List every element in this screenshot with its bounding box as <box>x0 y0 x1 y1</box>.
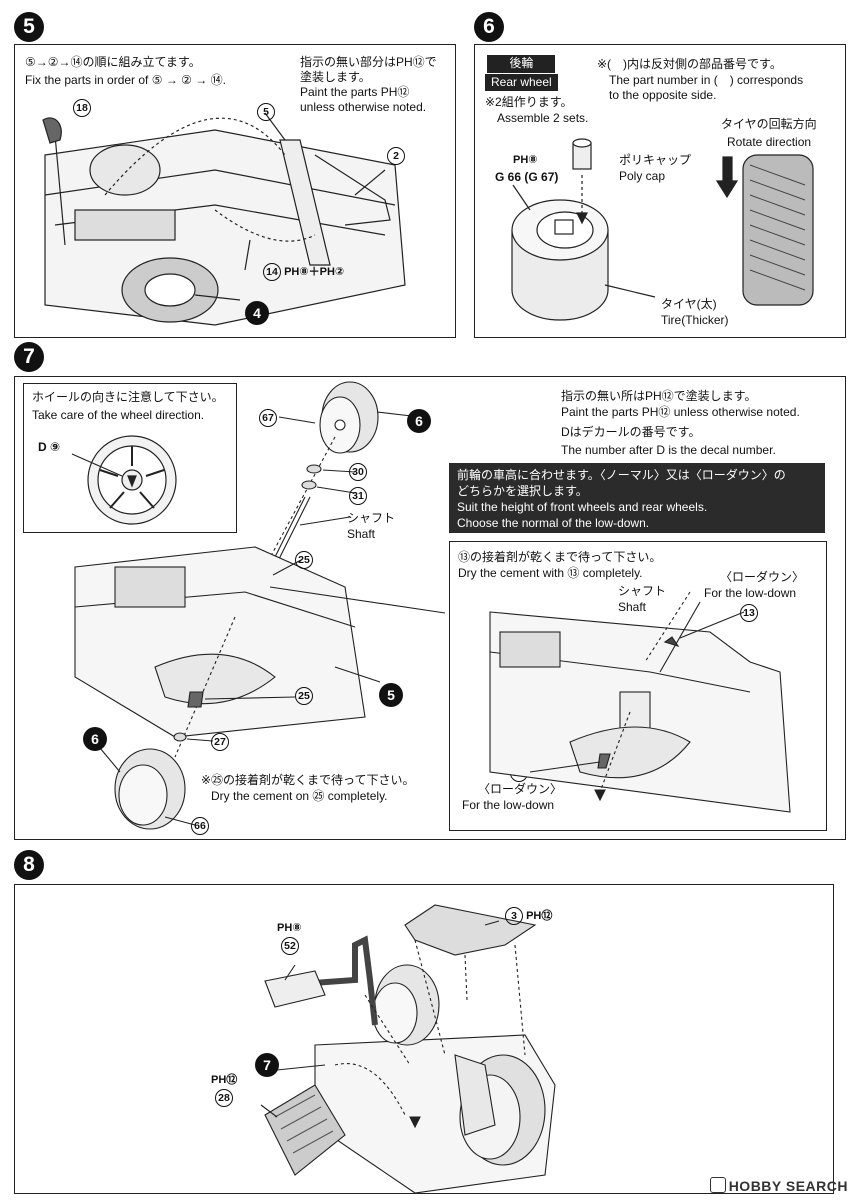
part-66-callout: 66 <box>191 817 209 835</box>
cement-25-en: Dry the cement on ㉕ completely. <box>211 789 388 803</box>
part-18-callout: 18 <box>73 99 91 117</box>
poly-cap-label-en: Poly cap <box>619 169 666 183</box>
low-down-option-box: ⑬の接着剤が乾くまで待って下さい。 Dry the cement with ⑬ … <box>449 541 827 831</box>
lowdown-shaft-jp: シャフト <box>618 584 667 598</box>
decal-note-jp: Dはデカールの番号です。 <box>561 425 701 439</box>
step-5-number: 5 <box>14 12 44 42</box>
reference-step-7: 7 <box>255 1053 279 1077</box>
cement-25-jp: ※㉕の接着剤が乾くまで待って下さい。 <box>201 773 415 787</box>
step-8-chassis-illustration <box>260 904 556 1194</box>
step-5-order-en: Fix the parts in order of ⑤ → ② → ⑭. <box>25 73 226 87</box>
wheel-direction-box: ホイールの向きに注意して下さい。 Take care of the wheel … <box>23 383 237 533</box>
height-selection-notice: 前輪の車高に合わせます。〈ノーマル〉又は〈ローダウン〉の どちらかを選択します。… <box>449 463 825 533</box>
step-8-panel: PH⑧ 52 3 PH⑫ 7 PH⑫ 28 <box>14 884 834 1194</box>
step-6-number: 6 <box>474 12 504 42</box>
wheel-direction-jp: ホイールの向きに注意して下さい。 <box>32 390 224 404</box>
wheel-part-numbers: G 66 (G 67) <box>495 170 559 184</box>
step-8-number: 8 <box>14 850 44 880</box>
wheel-paint-label: PH⑧ <box>513 154 538 166</box>
hobby-search-watermark: HOBBY SEARCH <box>709 1177 848 1194</box>
part-52-paint: PH⑧ <box>277 922 302 934</box>
part-2-callout: 2 <box>387 147 405 165</box>
reference-step-6-bottom: 6 <box>83 727 107 751</box>
assemble-2-sets-en: Assemble 2 sets. <box>497 111 589 125</box>
cement-13-en: Dry the cement with ⑬ completely. <box>458 566 643 580</box>
part-5-callout: 5 <box>257 103 275 121</box>
lowdown-bottom-jp: 〈ローダウン〉 <box>478 782 563 796</box>
opposite-side-note-en-1: The part number in ( ) corresponds <box>609 73 804 87</box>
step-7-main-chassis-illustration <box>74 381 446 830</box>
step-7-number: 7 <box>14 342 44 372</box>
rear-wheel-title: 後輪 Rear wheel <box>485 55 558 91</box>
shaft-label-jp: シャフト <box>347 511 396 525</box>
lowdown-top-jp: 〈ローダウン〉 <box>720 570 805 584</box>
part-52-callout: 52 <box>281 937 299 955</box>
rotate-direction-jp: タイヤの回転方向 <box>721 117 817 131</box>
lowdown-top-en: For the low-down <box>704 586 797 600</box>
step-7-paint-en: Paint the parts PH⑫ unless otherwise not… <box>561 405 800 419</box>
assemble-2-sets-jp: ※2組作ります。 <box>485 95 573 109</box>
part-28-paint: PH⑫ <box>211 1074 238 1086</box>
height-notice-en-2: Choose the normal of the low-down. <box>457 516 650 530</box>
part-14-callout: 14 PH⑧＋PH② <box>263 263 344 281</box>
reference-step-5: 5 <box>379 683 403 707</box>
step-7-paint-jp: 指示の無い所はPH⑫で塗装します。 <box>561 389 757 403</box>
part-27-callout: 27 <box>211 733 229 751</box>
opposite-side-note-en-2: to the opposite side. <box>609 88 717 102</box>
cement-13-jp: ⑬の接着剤が乾くまで待って下さい。 <box>458 550 662 564</box>
part-25-upper-callout: 25 <box>295 551 313 569</box>
part-31-callout: 31 <box>349 487 367 505</box>
part-67-callout: 67 <box>259 409 277 427</box>
height-notice-en-1: Suit the height of front wheels and rear… <box>457 500 708 514</box>
part-30-callout: 30 <box>349 463 367 481</box>
part-28-callout: 28 <box>215 1089 233 1107</box>
opposite-side-note-jp: ※( )内は反対側の部品番号です。 <box>597 57 782 71</box>
shaft-label-en: Shaft <box>347 527 376 541</box>
step-6-panel: 後輪 Rear wheel ※2組作ります。 Assemble 2 sets. … <box>474 44 846 338</box>
decal-9-label: D ⑨ <box>38 440 61 454</box>
lowdown-bottom-en: For the low-down <box>462 798 555 812</box>
part-25-lower-callout: 25 <box>295 687 313 705</box>
step-5-paint-en-1: Paint the parts PH⑫ <box>300 85 410 99</box>
tire-label-en: Tire(Thicker) <box>661 313 729 327</box>
step-5-paint-jp-1: 指示の無い部分はPH⑫で <box>300 55 437 69</box>
low-down-chassis-illustration <box>489 591 791 813</box>
lowdown-shaft-en: Shaft <box>618 600 647 614</box>
step-7-panel: ホイールの向きに注意して下さい。 Take care of the wheel … <box>14 376 846 840</box>
wheel-direction-en: Take care of the wheel direction. <box>32 408 205 422</box>
decal-note-en: The number after D is the decal number. <box>561 443 776 457</box>
step-5-chassis-illustration <box>42 112 406 326</box>
reference-step-4: 4 <box>245 301 269 325</box>
poly-cap-label-jp: ポリキャップ <box>619 153 692 167</box>
step-5-paint-jp-2: 塗装します。 <box>300 70 371 84</box>
height-notice-jp-2: どちらかを選択します。 <box>457 484 588 498</box>
step-5-paint-en-2: unless otherwise noted. <box>300 100 427 114</box>
part-3-callout: 3 PH⑫ <box>505 907 552 925</box>
step-5-order-jp: ⑤→②→⑭の順に組み立てます。 <box>25 55 201 69</box>
reference-step-6-top: 6 <box>407 409 431 433</box>
step-5-panel: ⑤→②→⑭の順に組み立てます。 Fix the parts in order o… <box>14 44 456 338</box>
rear-wheel-illustration <box>511 138 814 321</box>
height-notice-jp-1: 前輪の車高に合わせます。〈ノーマル〉又は〈ローダウン〉の <box>457 468 786 482</box>
wheel-face-illustration <box>71 435 177 525</box>
tire-label-jp: タイヤ(太) <box>661 297 717 311</box>
hobby-search-logo-icon <box>709 1177 726 1193</box>
rotate-direction-en: Rotate direction <box>727 135 812 149</box>
